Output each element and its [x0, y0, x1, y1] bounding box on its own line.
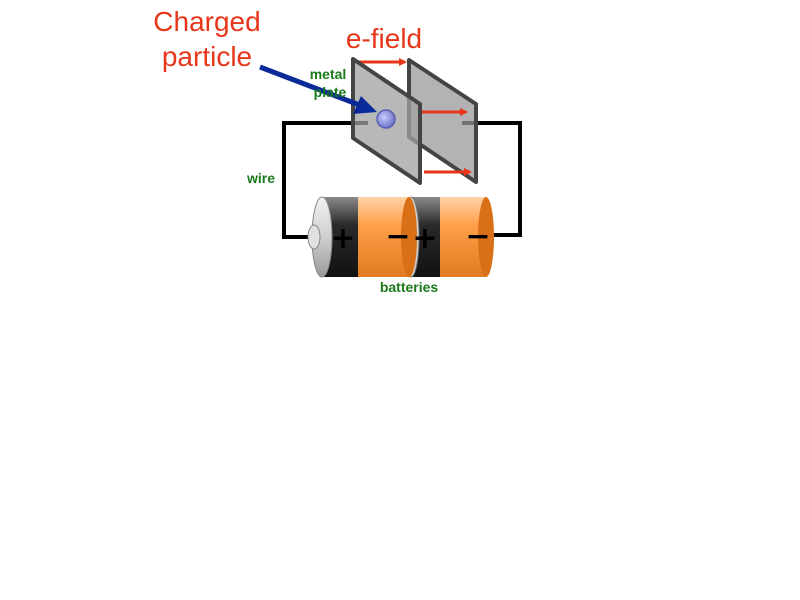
charged-particle: [376, 109, 396, 129]
battery-cell-2-end: [478, 197, 494, 277]
charged-particle-label-line1: Charged: [153, 6, 260, 37]
battery-cell-2-minus-sign: −: [465, 219, 490, 254]
batteries: + − + −: [307, 196, 494, 278]
battery-cell-1-plus-sign: +: [330, 221, 355, 256]
wire-label: wire: [246, 170, 275, 186]
battery-cell-1-end: [401, 197, 417, 277]
battery-cell-2-plus-sign: +: [412, 221, 437, 256]
wire-left: [282, 121, 368, 239]
e-field-label: e-field: [346, 23, 422, 54]
e-field-arrows: [358, 58, 472, 176]
metal-plate-label-line2: plate: [314, 84, 347, 100]
battery-terminal: [307, 224, 321, 250]
wire-circuit: [282, 121, 522, 239]
charged-particle-label-line2: particle: [162, 41, 252, 72]
pointer-arrow: [259, 64, 377, 114]
wire-right: [462, 121, 522, 237]
batteries-label: batteries: [380, 279, 439, 295]
battery-cell-1-minus-sign: −: [385, 219, 410, 254]
metal-plate-label-line1: metal: [310, 66, 347, 82]
